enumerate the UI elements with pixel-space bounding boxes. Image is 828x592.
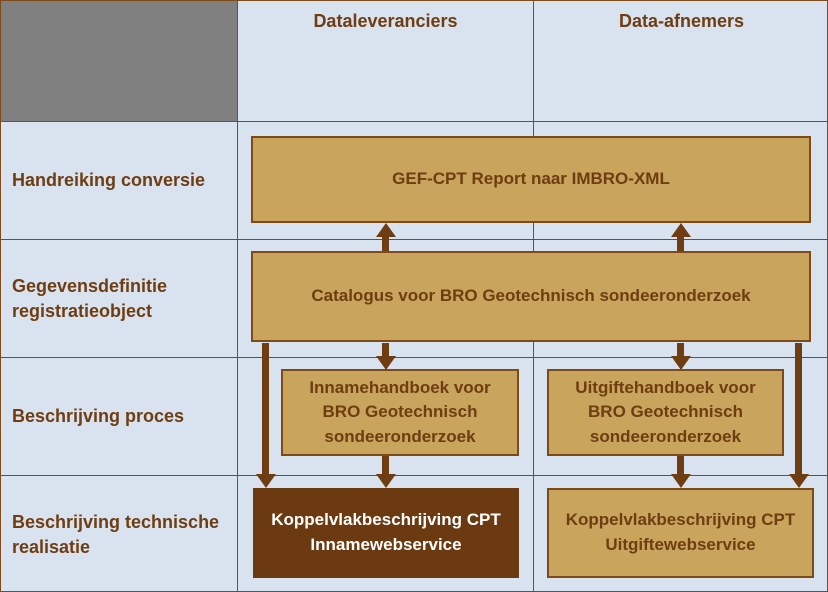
grid-hline-4	[1, 475, 827, 476]
column-header-data-afnemers: Data-afnemers	[534, 1, 827, 121]
arrow-catalogus-to-koppelvlak-uitgifte-head	[789, 474, 809, 488]
arrow-catalogus-to-gef-right-shaft	[677, 237, 684, 251]
column-header-label: Data-afnemers	[618, 11, 745, 31]
arrow-catalogus-to-koppelvlak-inname-shaft	[262, 343, 269, 474]
arrow-innamehandboek-to-koppelvlak-shaft	[382, 456, 389, 474]
arrow-uitgiftehandboek-to-koppelvlak-shaft	[677, 456, 684, 474]
box-gef-cpt-report: GEF-CPT Report naar IMBRO-XML	[251, 136, 811, 223]
arrow-catalogus-to-gef-right-head	[671, 223, 691, 237]
box-innamehandboek: Innamehandboek voor BRO Geotechnisch son…	[281, 369, 519, 456]
arrow-uitgiftehandboek-to-koppelvlak-head	[671, 474, 691, 488]
arrow-catalogus-to-gef-left-head	[376, 223, 396, 237]
arrow-catalogus-to-gef-left-shaft	[382, 237, 389, 251]
grid-vline-1	[237, 1, 238, 591]
arrow-innamehandboek-to-koppelvlak-head	[376, 474, 396, 488]
arrow-catalogus-to-uitgiftehandboek-head	[671, 356, 691, 370]
column-header-dataleveranciers: Dataleveranciers	[238, 1, 533, 121]
row-header-handreiking-conversie: Handreiking conversie	[12, 170, 206, 191]
arrow-catalogus-to-innamehandboek-head	[376, 356, 396, 370]
row-header-gegevensdefinitie: Gegevensdefinitie registratieobject	[12, 276, 168, 321]
box-koppelvlak-uitgifte: Koppelvlakbeschrijving CPT Uitgiftewebse…	[547, 488, 814, 578]
box-catalogus: Catalogus voor BRO Geotechnisch sondeero…	[251, 251, 811, 342]
row-header-beschrijving-technische-realisatie: Beschrijving technische realisatie	[12, 512, 220, 557]
arrow-catalogus-to-innamehandboek-shaft	[382, 343, 389, 356]
column-header-label: Dataleveranciers	[313, 11, 458, 31]
arrow-catalogus-to-koppelvlak-inname-head	[256, 474, 276, 488]
corner-cell	[1, 1, 237, 121]
grid-hline-2	[1, 239, 827, 240]
arrow-catalogus-to-uitgiftehandboek-shaft	[677, 343, 684, 356]
grid-hline-3	[1, 357, 827, 358]
arrow-catalogus-to-koppelvlak-uitgifte-shaft	[795, 343, 802, 474]
row-header-beschrijving-proces: Beschrijving proces	[12, 406, 185, 427]
box-uitgiftehandboek: Uitgiftehandboek voor BRO Geotechnisch s…	[547, 369, 784, 456]
box-koppelvlak-inname: Koppelvlakbeschrijving CPT Innamewebserv…	[253, 488, 519, 578]
grid-hline-1	[1, 121, 827, 122]
